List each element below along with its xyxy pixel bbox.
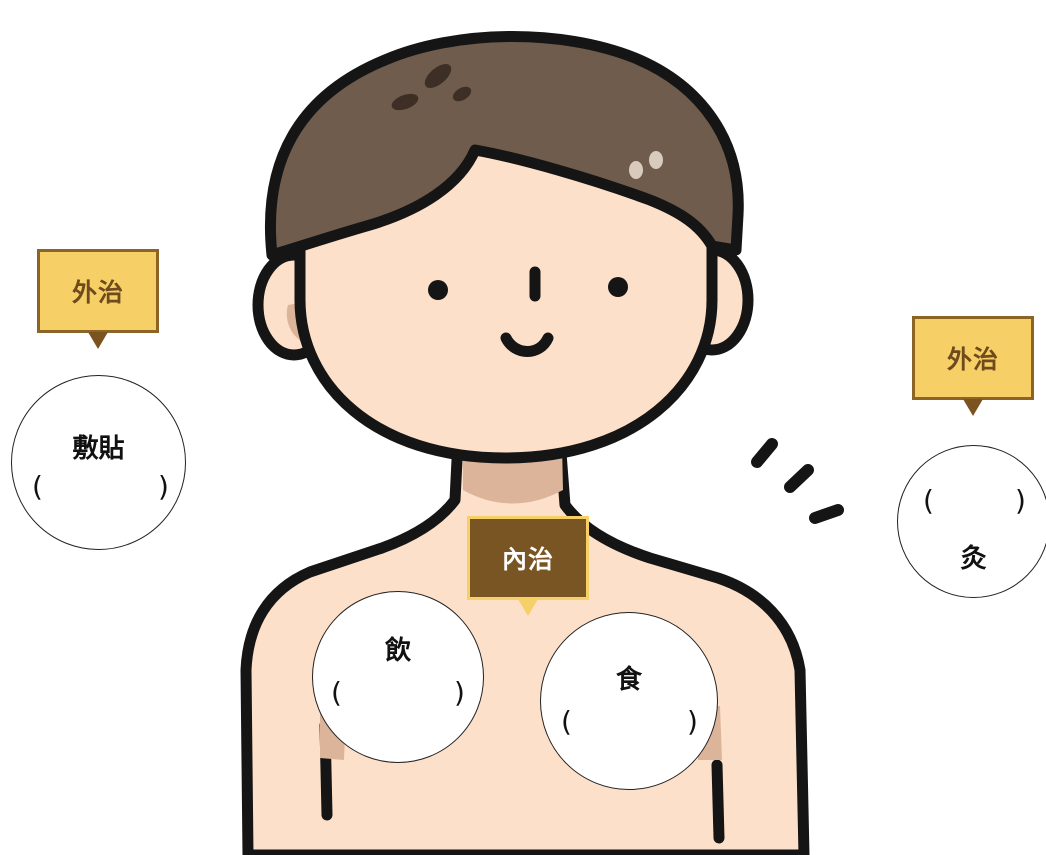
- bracket-close: ): [687, 705, 698, 738]
- eye-left: [428, 280, 448, 300]
- tag-label: 外治: [72, 273, 124, 309]
- bubble-word: 灸: [898, 538, 1046, 575]
- external-treatment-tag-left: 外治: [37, 249, 159, 333]
- tag-pointer: [518, 599, 538, 616]
- bracket-open: (: [923, 484, 934, 517]
- hair-shine: [629, 161, 643, 179]
- tag-pointer: [88, 332, 108, 349]
- motion-line: [790, 470, 808, 487]
- bracket-close: ): [158, 470, 169, 503]
- bubble-word: 飲: [313, 630, 483, 667]
- bracket-close: ): [454, 676, 465, 709]
- bubble-word: 食: [541, 659, 717, 696]
- eye-right: [608, 277, 628, 297]
- bubble-jiu: ( ) 灸: [897, 445, 1046, 598]
- bracket-open: (: [32, 470, 43, 503]
- bracket-close: ): [1015, 484, 1026, 517]
- bubble-fu-tie: 敷貼 ( ): [11, 375, 186, 550]
- arm-line-right: [717, 765, 719, 838]
- bubble-shi: 食 ( ): [540, 612, 718, 790]
- external-treatment-tag-right: 外治: [912, 316, 1034, 400]
- tag-pointer: [963, 399, 983, 416]
- hair-shine: [649, 151, 663, 169]
- bubble-yin: 飲 ( ): [312, 591, 484, 763]
- motion-line: [757, 444, 772, 462]
- motion-line: [815, 510, 838, 518]
- bubble-word: 敷貼: [12, 428, 185, 465]
- motion-lines: [757, 444, 838, 518]
- bracket-open: (: [331, 676, 342, 709]
- internal-treatment-tag: 內治: [467, 516, 589, 600]
- tag-label: 內治: [502, 540, 554, 576]
- bracket-open: (: [561, 705, 572, 738]
- tag-label: 外治: [947, 340, 999, 376]
